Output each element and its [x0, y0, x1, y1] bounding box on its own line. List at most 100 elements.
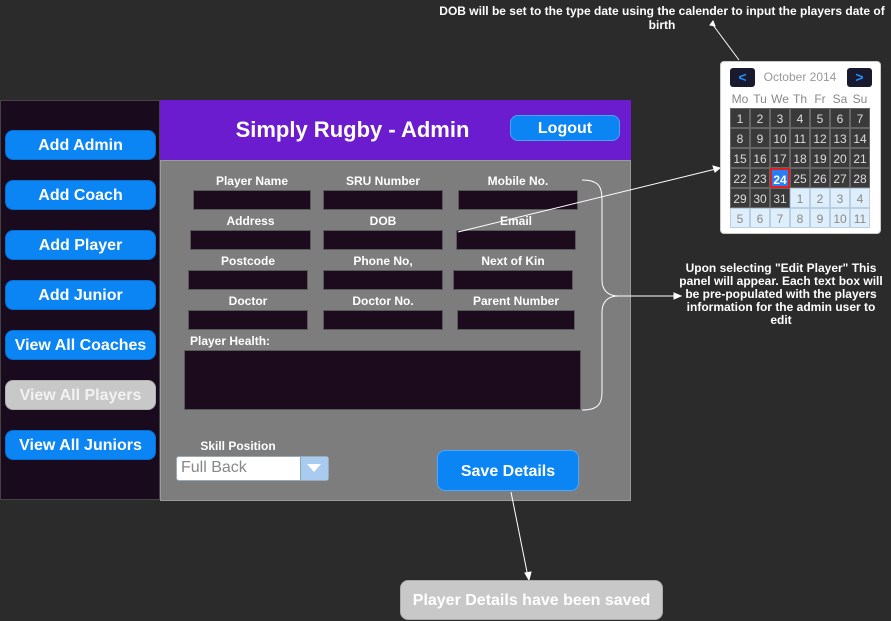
sidebar-item-view-all-players[interactable]: View All Players: [5, 380, 156, 410]
calendar-day[interactable]: 6: [830, 108, 850, 128]
calendar-day[interactable]: 14: [850, 128, 870, 148]
player-health-textarea[interactable]: [184, 350, 581, 410]
doctor-label: Doctor: [228, 294, 268, 308]
form-brace: [581, 179, 619, 411]
calendar-day[interactable]: 27: [830, 168, 850, 188]
calendar-day[interactable]: 3: [770, 108, 790, 128]
phone-no-input[interactable]: [323, 270, 443, 290]
panel-annotation: Upon selecting "Edit Player" This panel …: [679, 261, 883, 327]
calendar-day[interactable]: 28: [850, 168, 870, 188]
sidebar-item-add-admin[interactable]: Add Admin: [5, 130, 156, 160]
edit-player-form: [160, 160, 631, 501]
page-title: Simply Rugby - Admin: [235, 117, 470, 142]
calendar-month-label: October 2014: [763, 70, 837, 84]
dob-to-calendar-arrowhead: [712, 165, 722, 173]
calendar-day[interactable]: 15: [730, 148, 750, 168]
calendar-weekday: Su: [852, 92, 868, 106]
calendar-weekday: Sa: [832, 92, 848, 106]
mobile-no-input[interactable]: [458, 190, 578, 210]
doctor-no-input[interactable]: [323, 310, 443, 330]
postcode-label: Postcode: [220, 254, 275, 268]
address-label: Address: [226, 214, 275, 228]
dob-input[interactable]: [323, 230, 443, 250]
calendar-day[interactable]: 26: [810, 168, 830, 188]
calendar-day[interactable]: 24: [770, 168, 790, 188]
dob-note-arrowhead: [709, 19, 716, 27]
calendar-weekday: We: [771, 92, 789, 106]
sidebar-item-view-all-juniors[interactable]: View All Juniors: [5, 430, 156, 460]
player-name-input[interactable]: [193, 190, 311, 210]
calendar-day[interactable]: 7: [770, 208, 790, 228]
calendar-day[interactable]: 1: [790, 188, 810, 208]
calendar-day[interactable]: 3: [830, 188, 850, 208]
parent-number-input[interactable]: [457, 310, 575, 330]
player-name-label: Player Name: [215, 174, 289, 188]
sidebar-item-view-all-coaches[interactable]: View All Coaches: [5, 330, 156, 360]
save-details-button[interactable]: Save Details: [437, 450, 579, 491]
calendar-day[interactable]: 9: [750, 128, 770, 148]
calendar-day[interactable]: 23: [750, 168, 770, 188]
calendar-day[interactable]: 21: [850, 148, 870, 168]
doctor-input[interactable]: [188, 310, 308, 330]
calendar-day[interactable]: 2: [750, 108, 770, 128]
calendar-day[interactable]: 29: [730, 188, 750, 208]
calendar-day[interactable]: 6: [750, 208, 770, 228]
calendar-day[interactable]: 20: [830, 148, 850, 168]
calendar-prev-button[interactable]: <: [730, 68, 755, 87]
mobile-no-label: Mobile No.: [487, 174, 549, 188]
calendar-day[interactable]: 13: [830, 128, 850, 148]
parent-number-label: Parent Number: [472, 294, 560, 308]
calendar-weekday: Th: [792, 92, 807, 106]
calendar-day[interactable]: 1: [730, 108, 750, 128]
save-arrowhead: [524, 571, 532, 582]
calendar-day[interactable]: 8: [730, 128, 750, 148]
calendar-day[interactable]: 5: [810, 108, 830, 128]
skill-position-label: Skill Position: [200, 439, 276, 453]
saved-confirmation: Player Details have been saved: [400, 580, 663, 620]
calendar-weekday: Tu: [753, 92, 767, 106]
calendar-day[interactable]: 9: [810, 208, 830, 228]
dob-note-arrow: [712, 24, 740, 61]
calendar-day[interactable]: 31: [770, 188, 790, 208]
logout-button[interactable]: Logout: [510, 115, 620, 141]
calendar-day[interactable]: 2: [810, 188, 830, 208]
calendar-day[interactable]: 4: [790, 108, 810, 128]
calendar-weekday: Fr: [814, 92, 826, 106]
next-of-kin-input[interactable]: [453, 270, 573, 290]
calendar-day[interactable]: 22: [730, 168, 750, 188]
calendar-day[interactable]: 30: [750, 188, 770, 208]
email-input[interactable]: [456, 230, 576, 250]
phone-no-label: Phone No,: [353, 254, 413, 268]
sidebar-item-add-player[interactable]: Add Player: [5, 230, 156, 260]
calendar-day[interactable]: 10: [770, 128, 790, 148]
sidebar-item-add-junior[interactable]: Add Junior: [5, 280, 156, 310]
calendar-day[interactable]: 17: [770, 148, 790, 168]
calendar-day[interactable]: 18: [790, 148, 810, 168]
postcode-input[interactable]: [188, 270, 308, 290]
calendar-next-button[interactable]: >: [847, 68, 872, 87]
doctor-no-label: Doctor No.: [352, 294, 414, 308]
calendar-day[interactable]: 4: [850, 188, 870, 208]
calendar-day[interactable]: 8: [790, 208, 810, 228]
calendar-day[interactable]: 11: [790, 128, 810, 148]
calendar-day[interactable]: 5: [730, 208, 750, 228]
calendar-day[interactable]: 11: [850, 208, 870, 228]
calendar-day[interactable]: 16: [750, 148, 770, 168]
calendar-day[interactable]: 12: [810, 128, 830, 148]
next-of-kin-label: Next of Kin: [481, 254, 545, 268]
player-health-label: Player Health:: [190, 334, 271, 348]
sru-number-label: SRU Number: [345, 174, 420, 188]
calendar-day[interactable]: 7: [850, 108, 870, 128]
save-arrow: [510, 491, 529, 578]
dob-label: DOB: [369, 214, 397, 228]
calendar-weekday: Mo: [731, 92, 749, 106]
sru-number-input[interactable]: [323, 190, 443, 210]
address-input[interactable]: [190, 230, 311, 250]
calendar-day[interactable]: 19: [810, 148, 830, 168]
calendar-day[interactable]: 25: [790, 168, 810, 188]
dob-annotation: DOB will be set to the type date using t…: [439, 4, 885, 32]
chevron-down-icon[interactable]: [300, 457, 328, 480]
sidebar-item-add-coach[interactable]: Add Coach: [5, 180, 156, 210]
calendar-day[interactable]: 10: [830, 208, 850, 228]
